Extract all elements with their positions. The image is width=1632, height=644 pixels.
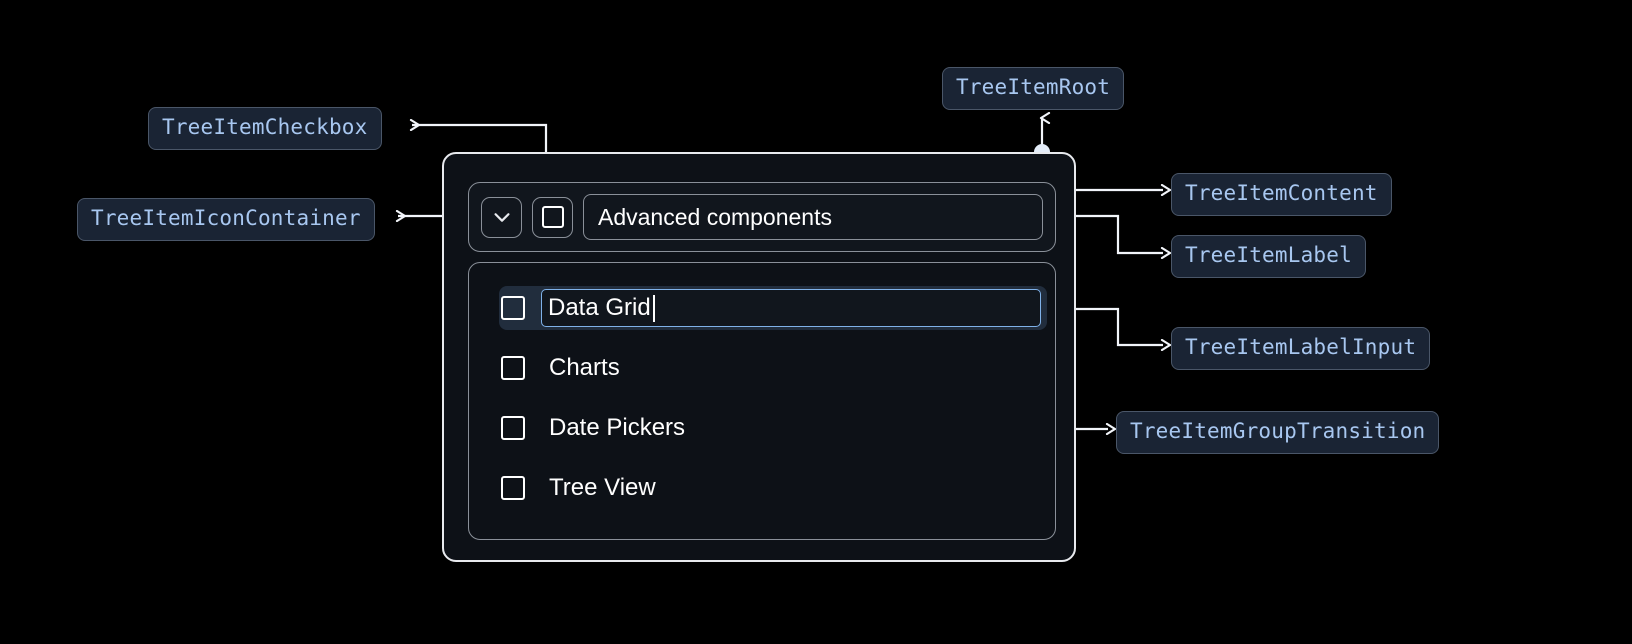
tree-row-date-pickers[interactable]: Date Pickers (469, 406, 1055, 450)
annotation-tree-item-label-input: TreeItemLabelInput (1171, 327, 1431, 370)
checkbox-square-icon (541, 206, 564, 228)
tree-row-tree-view[interactable]: Tree View (469, 466, 1055, 510)
annotation-tree-item-root: TreeItemRoot (942, 67, 1125, 110)
text-caret (652, 294, 655, 322)
annotation-tree-item-group-transition: TreeItemGroupTransition (1116, 411, 1440, 454)
tree-item-label-input-value: Data Grid (548, 294, 651, 321)
tree-row-data-grid[interactable]: Data Grid (499, 286, 1047, 330)
annotation-tree-item-content: TreeItemContent (1171, 173, 1392, 216)
tree-item-label[interactable]: Advanced components (583, 194, 1043, 240)
tree-item-label-text: Advanced components (598, 203, 832, 230)
annotation-tree-item-checkbox: TreeItemCheckbox (148, 107, 382, 150)
tree-item-checkbox[interactable] (501, 416, 525, 440)
tree-item-checkbox[interactable] (501, 476, 525, 500)
tree-item-checkbox[interactable] (532, 196, 573, 238)
annotation-tree-item-icon-container: TreeItemIconContainer (77, 198, 375, 241)
tree-item-group-transition: Data Grid Charts Date Pickers Tree View (468, 262, 1056, 540)
tree-item-label: Charts (549, 354, 620, 381)
tree-item-checkbox[interactable] (501, 356, 525, 380)
tree-item-label: Date Pickers (549, 414, 686, 441)
tree-item-icon-container[interactable] (481, 196, 522, 238)
tree-item-root[interactable]: Advanced components Data Grid Charts Dat… (442, 152, 1076, 562)
annotation-tree-item-label: TreeItemLabel (1171, 235, 1366, 278)
chevron-down-icon (493, 213, 510, 222)
tree-item-label: Tree View (549, 474, 656, 501)
tree-item-label-input[interactable]: Data Grid (541, 289, 1041, 327)
tree-row-charts[interactable]: Charts (469, 346, 1055, 390)
tree-item-content[interactable]: Advanced components (468, 182, 1056, 252)
tree-item-checkbox[interactable] (501, 296, 525, 320)
